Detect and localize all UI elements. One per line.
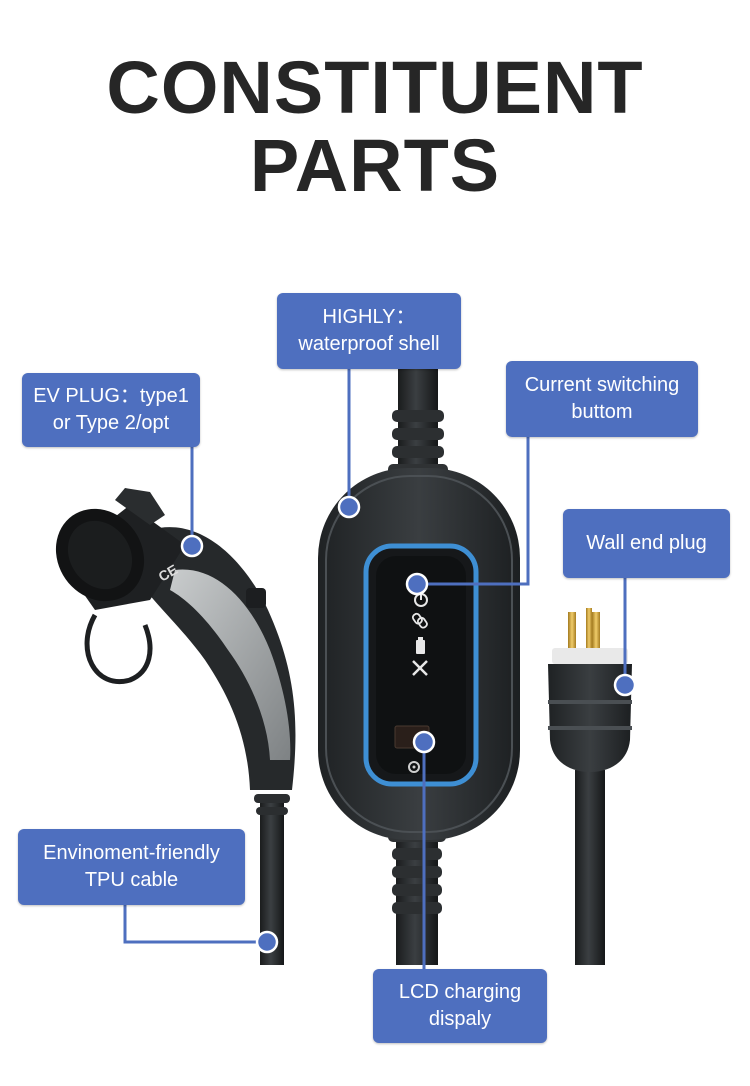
callout-wall-end-plug: Wall end plug: [563, 509, 730, 578]
page-title-line2: PARTS: [249, 124, 501, 207]
switch-marker: [405, 572, 429, 596]
page-title-line1: CONSTITUENT: [106, 46, 644, 129]
control-box: [318, 468, 520, 840]
settings-icon: [408, 761, 420, 773]
callout-cable-line2: TPU cable: [84, 869, 179, 891]
connector-lines: [123, 369, 627, 969]
callout-ev-plug-line2: or Type 2/opt: [52, 412, 170, 434]
callout-ev-plug-line1: EV PLUG：type1: [33, 385, 189, 407]
callout-lcd-line1: LCD charging: [398, 981, 522, 1003]
callout-switch-line2: buttom: [571, 401, 633, 423]
callout-tpu-cable: Envinoment-friendly TPU cable: [18, 829, 245, 905]
callout-ev-plug: EV PLUG：type1 or Type 2/opt: [22, 373, 200, 447]
callout-shell-line1: HIGHLY：: [322, 306, 416, 328]
lcd-marker: [412, 730, 436, 754]
callout-lcd-line2: dispaly: [428, 1008, 492, 1030]
battery-icon: [416, 637, 425, 654]
callout-cable-line1: Envinoment-friendly: [43, 842, 220, 864]
wall-plug: [548, 608, 632, 965]
top-cable: [388, 365, 448, 478]
callout-waterproof-shell: HIGHLY： waterproof shell: [277, 293, 461, 369]
tools-icon: [412, 660, 428, 676]
bottom-cable: [388, 828, 446, 965]
ev-plug-marker: [180, 534, 204, 558]
callout-switch-line1: Current switching: [524, 374, 680, 396]
wall-plug-marker: [613, 673, 637, 697]
shell-marker: [337, 495, 361, 519]
link-icon: [411, 612, 428, 629]
cable-marker: [255, 930, 279, 954]
callout-wall-line1: Wall end plug: [586, 532, 707, 554]
callout-lcd-display: LCD charging dispaly: [373, 969, 547, 1043]
callout-shell-line2: waterproof shell: [298, 333, 440, 355]
callout-current-switching: Current switching buttom: [506, 361, 698, 437]
